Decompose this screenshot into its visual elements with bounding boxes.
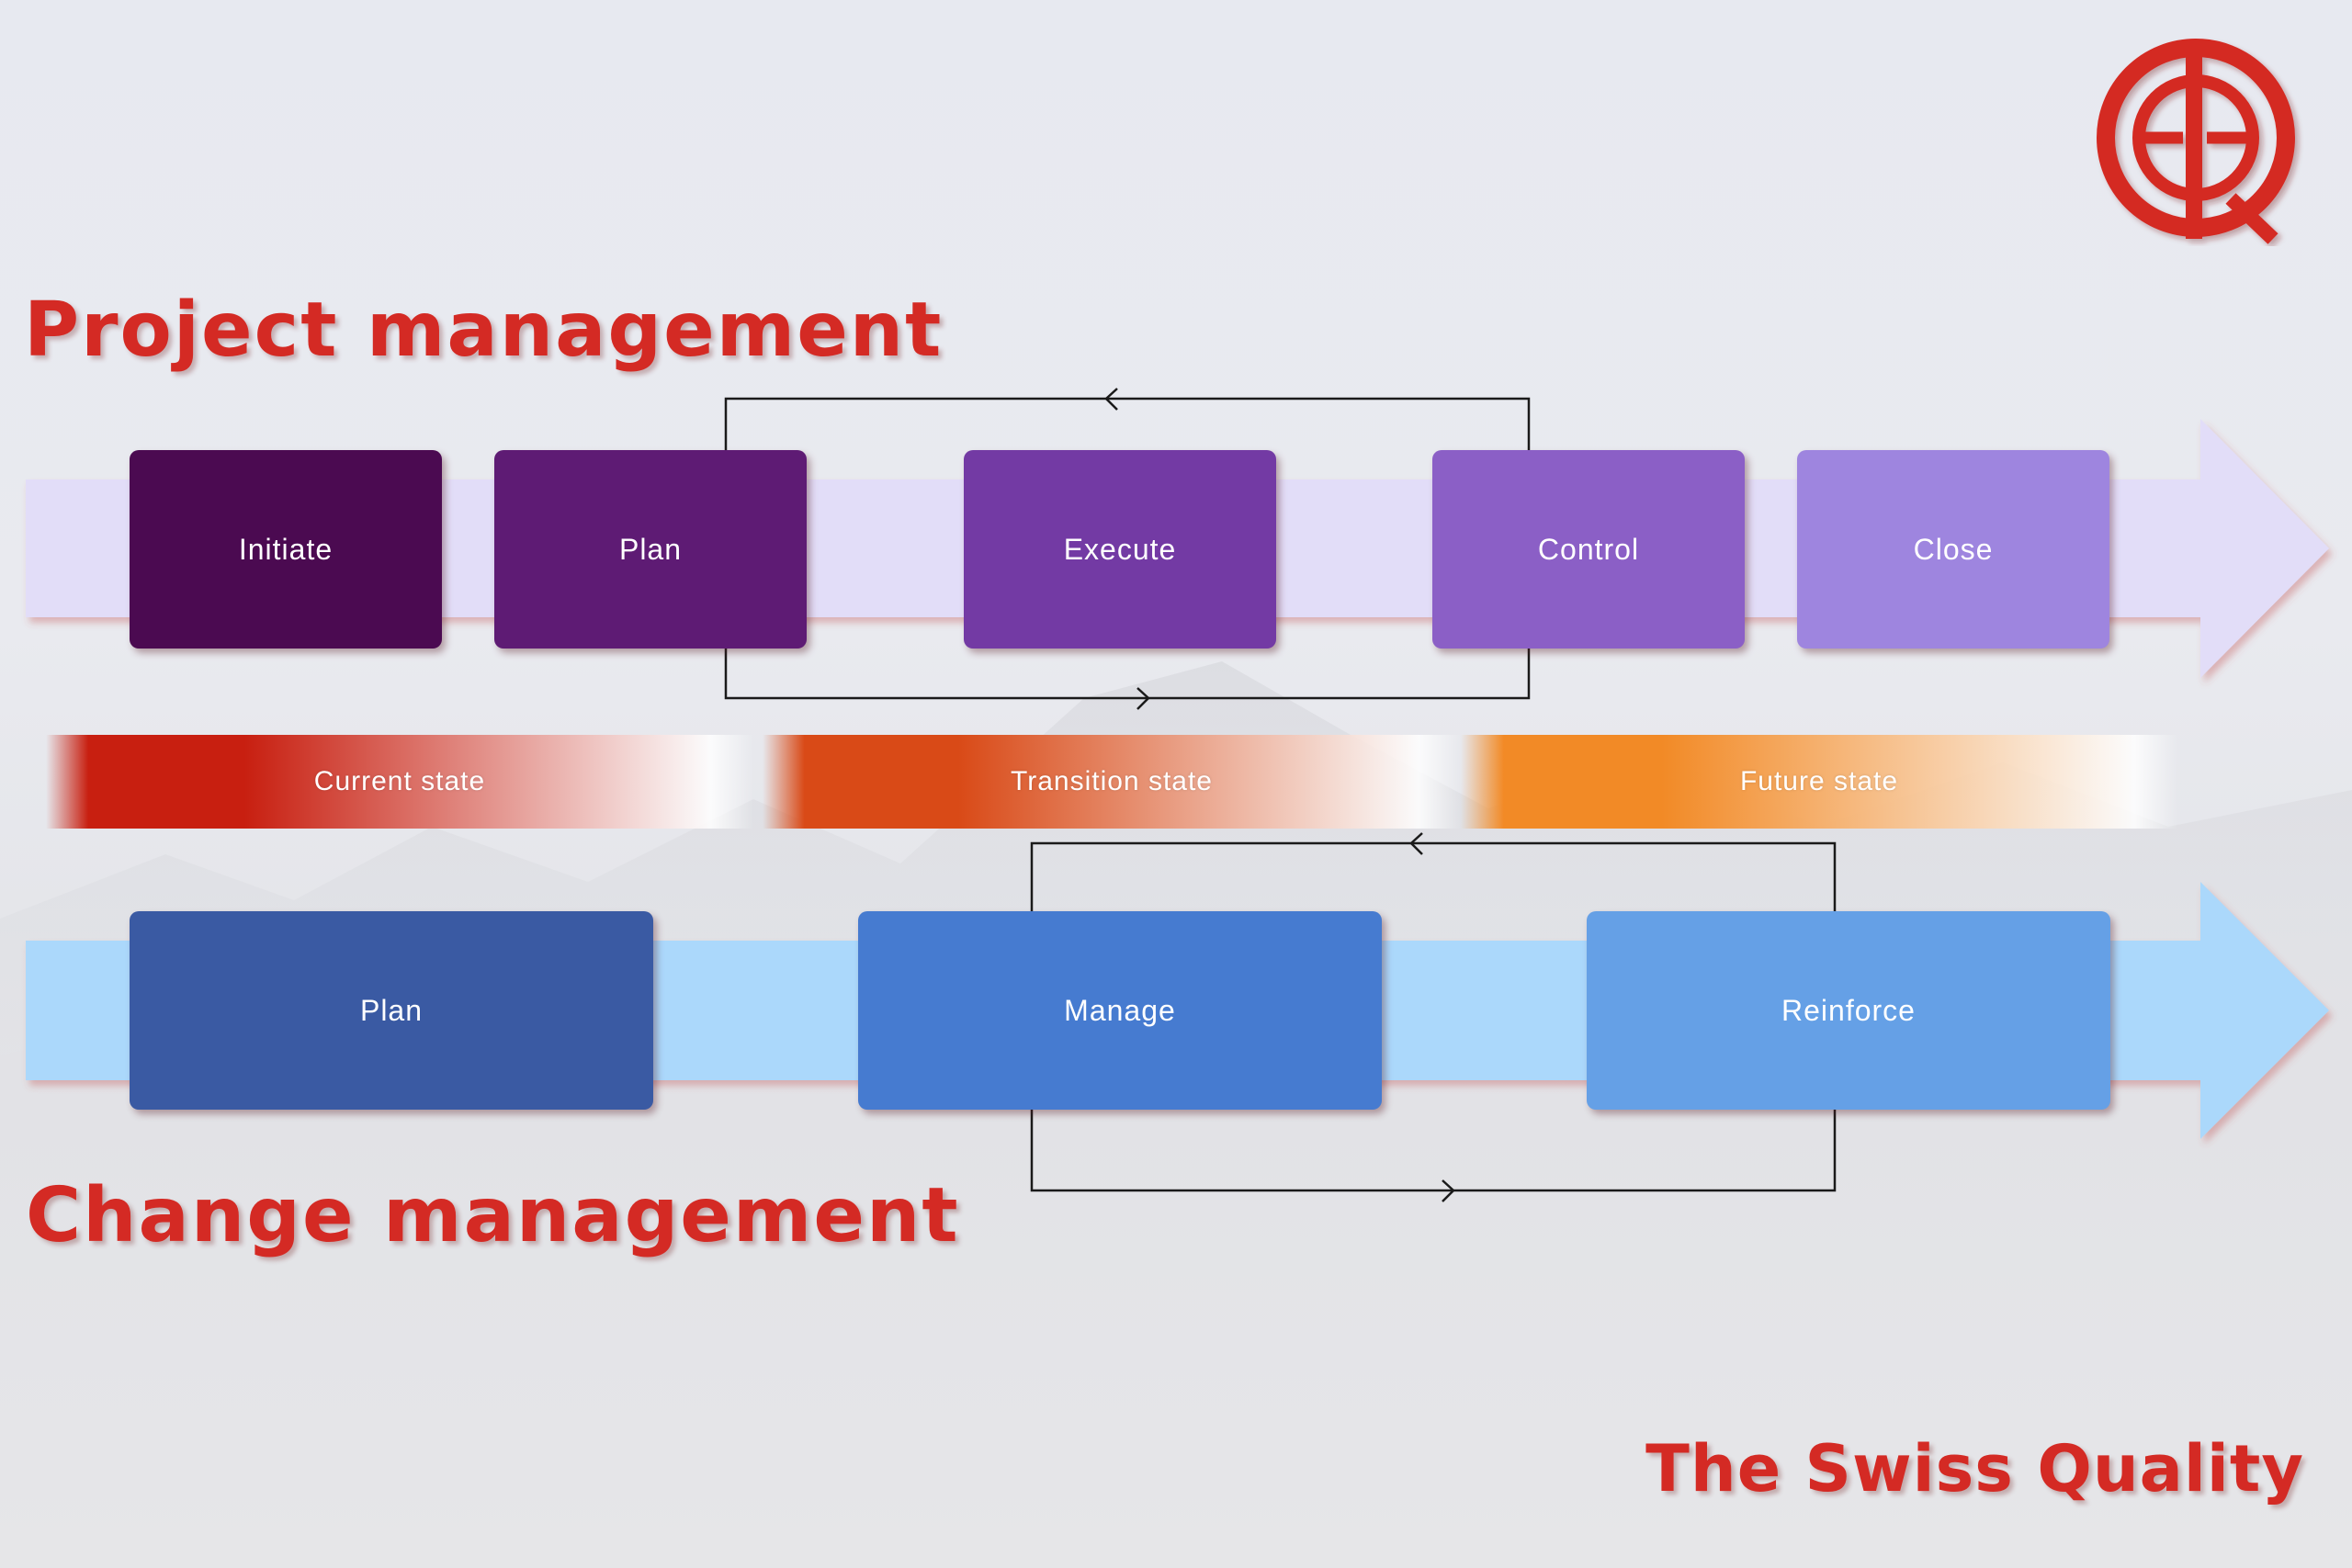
cm-step-label: Reinforce bbox=[1781, 993, 1916, 1027]
loop-back-arrow-icon bbox=[1104, 388, 1118, 411]
pm-step-initiate: Initiate bbox=[130, 450, 442, 649]
pm-step-close: Close bbox=[1797, 450, 2109, 649]
cm-step-label: Plan bbox=[359, 993, 424, 1027]
pm-step-label: Control bbox=[1537, 532, 1640, 566]
loop-forward-arrow-icon bbox=[1136, 687, 1150, 710]
pm-step-label: Close bbox=[1913, 532, 1994, 566]
loop-back-arrow-icon bbox=[1409, 832, 1423, 855]
pm-step-execute: Execute bbox=[964, 450, 1276, 649]
state-band-current: Current state bbox=[46, 735, 753, 829]
state-label: Transition state bbox=[1011, 766, 1213, 796]
cm-step-plan: Plan bbox=[130, 911, 653, 1110]
change-loop-connector bbox=[1030, 841, 1837, 1192]
state-band-transition: Transition state bbox=[763, 735, 1461, 829]
state-band-future: Future state bbox=[1461, 735, 2177, 829]
state-label: Future state bbox=[1739, 766, 1899, 796]
project-management-title: Project management bbox=[24, 287, 944, 374]
pm-step-label: Execute bbox=[1063, 532, 1177, 566]
change-management-title: Change management bbox=[26, 1172, 960, 1259]
etg-circle-logo-icon bbox=[2097, 39, 2295, 244]
pm-step-label: Initiate bbox=[238, 532, 334, 566]
state-label: Current state bbox=[313, 766, 486, 796]
cm-step-reinforce: Reinforce bbox=[1587, 911, 2110, 1110]
cm-step-label: Manage bbox=[1064, 993, 1176, 1027]
pm-step-label: Plan bbox=[618, 532, 683, 566]
pm-step-control: Control bbox=[1432, 450, 1745, 649]
brand-tagline: The Swiss Quality bbox=[1645, 1431, 2304, 1506]
cm-step-manage: Manage bbox=[858, 911, 1382, 1110]
pm-step-plan: Plan bbox=[494, 450, 807, 649]
loop-forward-arrow-icon bbox=[1442, 1179, 1455, 1202]
project-loop-connector bbox=[724, 397, 1531, 700]
